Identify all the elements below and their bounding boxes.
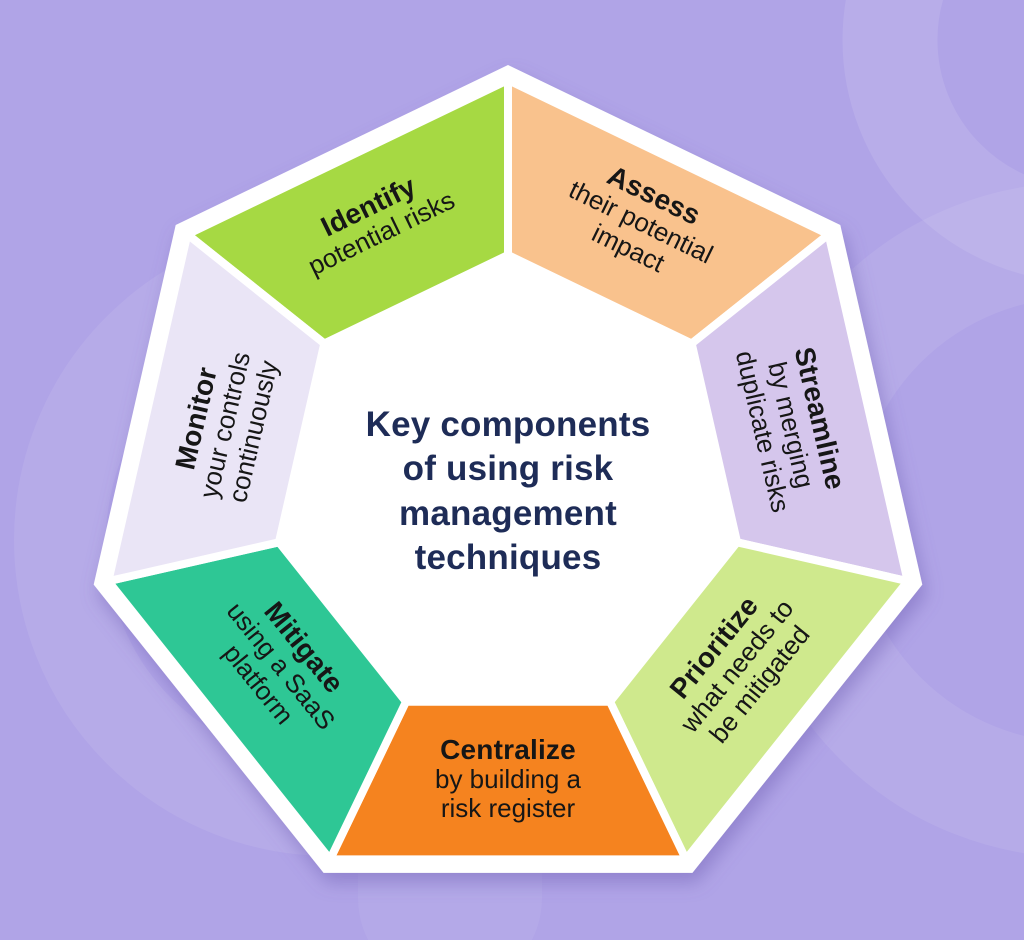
decorative-ring-top-right	[842, 0, 1024, 275]
segment-ring	[104, 76, 912, 864]
segment-shape-monitor	[104, 230, 329, 586]
